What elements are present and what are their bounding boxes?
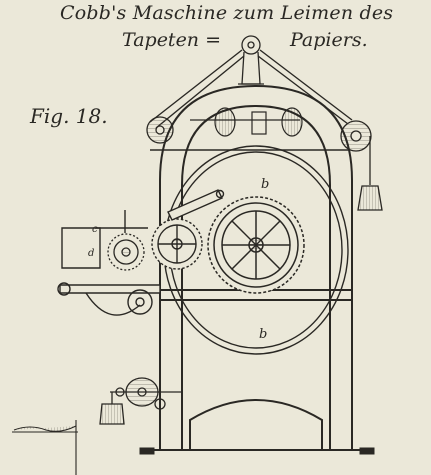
label-c: c <box>92 224 98 235</box>
belt-frame <box>149 49 353 151</box>
right-pulley <box>340 120 383 211</box>
plate-title-tapeten: Tapeten = <box>122 29 222 51</box>
label-b-upper: b <box>261 177 269 192</box>
arch-frame <box>150 84 362 451</box>
label-b-lower: b <box>259 327 267 342</box>
top-pulley <box>238 35 264 85</box>
upper-rollers <box>190 107 303 137</box>
plate-title-papiers: Papiers. <box>290 29 368 51</box>
paper-strip <box>12 420 78 475</box>
label-d: d <box>88 248 94 259</box>
levers <box>95 189 225 233</box>
plate-title-line1: Cobb's Maschine zum Leimen des <box>60 2 394 24</box>
small-gear <box>107 233 145 271</box>
frame-feet <box>139 447 375 455</box>
lower-roller <box>99 377 182 425</box>
left-bracket <box>57 227 161 316</box>
large-gear <box>207 196 305 294</box>
medium-gear <box>151 218 203 270</box>
figure-label: Fig. 18. <box>30 104 108 128</box>
